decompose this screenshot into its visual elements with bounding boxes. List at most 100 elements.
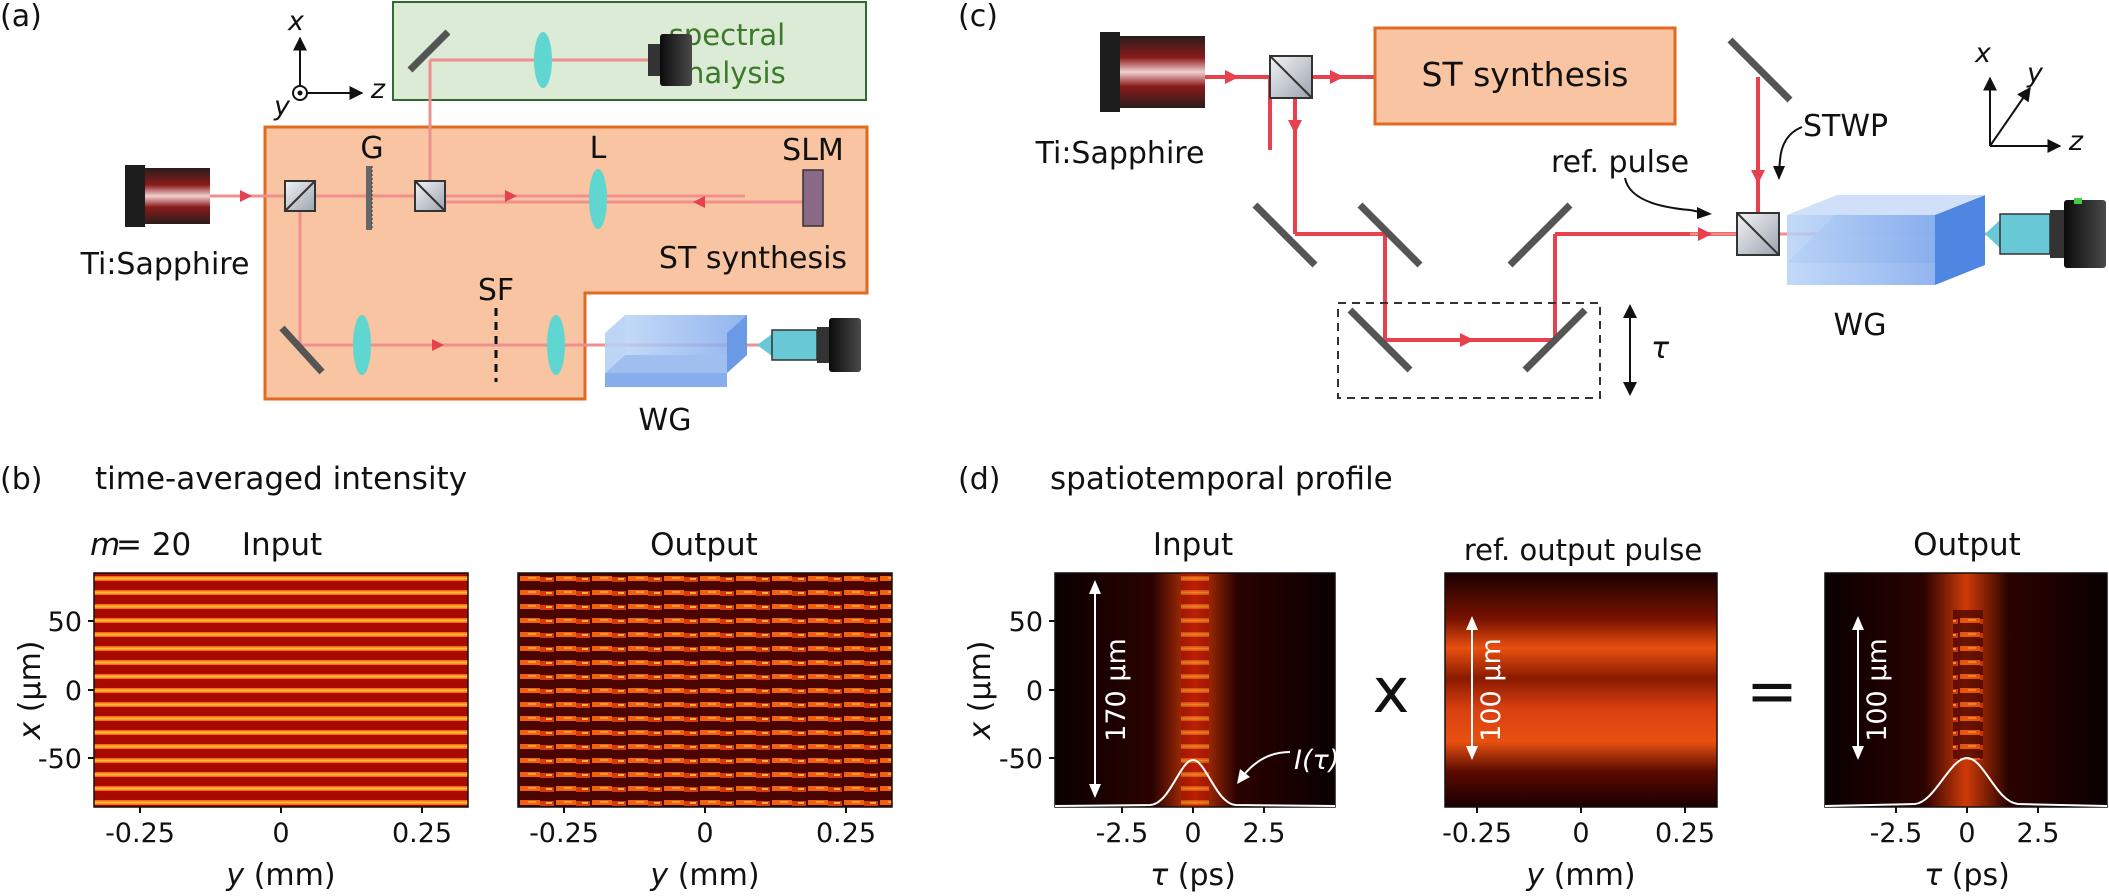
grating-label: G	[360, 131, 383, 166]
mirror	[407, 29, 451, 73]
b-input-image	[93, 572, 469, 808]
stwp-pointer	[1778, 126, 1803, 173]
panel-d-title: spatiotemporal profile	[1050, 461, 1393, 497]
d-ytick: 0	[1026, 676, 1043, 707]
itau-pointer-head	[1237, 769, 1250, 784]
b-xtick: -0.25	[529, 818, 599, 849]
b-xtick: 0	[272, 818, 289, 849]
d-ttick: 0	[1184, 818, 1201, 849]
laser-label-a: Ti:Sapphire	[80, 247, 250, 282]
b-ytick: 0	[65, 676, 82, 707]
d-100-label: 100 μm	[1476, 638, 1507, 742]
lens	[547, 315, 565, 375]
wg-label-c: WG	[1834, 308, 1887, 343]
axis-z-label-c: z	[2068, 126, 2084, 157]
b-xtick-marks	[139, 807, 847, 813]
mirror	[1522, 307, 1588, 373]
b-ytick: -50	[38, 744, 82, 775]
panel-b-title: time-averaged intensity	[95, 461, 467, 497]
mirror	[279, 325, 325, 375]
panel-d-tag: (d)	[958, 462, 1000, 497]
panel-b-tag: (b)	[0, 462, 42, 497]
delay-stage	[1337, 302, 1601, 399]
lens	[589, 169, 607, 229]
d-ttick: 2.5	[2017, 818, 2060, 849]
d-100-arrow	[1466, 616, 1478, 760]
laser-label-c: Ti:Sapphire	[1035, 136, 1205, 171]
beam-arrow	[1460, 333, 1474, 347]
beam-arrow	[693, 196, 705, 208]
b-output-title: Output	[650, 527, 758, 563]
delay-arrow	[1623, 304, 1637, 396]
d-output-intensity-curve	[1824, 756, 2108, 807]
b-xtick: 0.25	[392, 818, 452, 849]
beam-arrow	[505, 190, 517, 202]
grating	[366, 166, 373, 230]
b-xtick: 0	[696, 818, 713, 849]
d-ttick: -2.5	[1870, 818, 1923, 849]
itau-pointer	[1242, 751, 1291, 777]
b-xtick: -0.25	[105, 818, 175, 849]
beam-arrow	[1698, 227, 1712, 241]
b-output-image	[517, 572, 893, 808]
axis-z-label-a: z	[370, 74, 386, 105]
b-xtick: 0.25	[816, 818, 876, 849]
axis-x-label-c: x	[1974, 38, 1992, 69]
panel-a-tag: (a)	[0, 0, 42, 34]
b-input-title: Input	[242, 527, 322, 563]
synthesis-label-c: ST synthesis	[1422, 55, 1629, 94]
d-ttick: 0	[1958, 818, 1975, 849]
mirror	[1507, 202, 1573, 268]
multiply-sign: x	[1373, 654, 1410, 727]
panel-d: (d) spatiotemporal profile Input ref. ou…	[958, 461, 2108, 893]
mirror	[1252, 202, 1318, 268]
axis-y-label-c: y	[2026, 58, 2044, 89]
beamsplitter	[414, 180, 446, 212]
mirror	[1347, 307, 1413, 373]
wg-label-a: WG	[639, 403, 692, 438]
b-xlabel: y (mm)	[225, 858, 335, 893]
camera-spectral	[648, 34, 692, 86]
laser-source-a	[125, 165, 210, 227]
d-170-label: 170 μm	[1101, 638, 1132, 742]
lens	[353, 315, 371, 375]
equals-sign: =	[1746, 654, 1798, 727]
ref-pulse-pointer-head	[1697, 207, 1712, 219]
d-ytick: 50	[1009, 607, 1043, 638]
spectral-analysis-box	[392, 1, 867, 101]
m-symbol: m	[90, 527, 120, 563]
d-170-arrow	[1089, 580, 1101, 798]
d-ytick: -50	[999, 744, 1043, 775]
panel-c: (c) Ti:Sapphire	[958, 0, 2106, 399]
beamsplitter	[1269, 55, 1313, 99]
d-tau-label: τ (ps)	[1924, 858, 2010, 893]
b-ytick: 50	[48, 607, 82, 638]
mirror	[1357, 202, 1423, 268]
d-xtick: -0.25	[1442, 818, 1512, 849]
beam-arrow	[1751, 170, 1765, 184]
laser-source-c	[1100, 32, 1205, 112]
d-ref-title: ref. output pulse	[1464, 533, 1702, 567]
d-output-pulse	[1953, 610, 1983, 760]
b-ylabel: x (μm)	[13, 640, 48, 740]
d-xtick: 0	[1572, 818, 1589, 849]
beamsplitter	[284, 180, 316, 212]
stwp-label: STWP	[1803, 109, 1888, 144]
d-input-intensity-curve	[1054, 758, 1336, 807]
b-ytick-marks	[88, 620, 94, 759]
panel-a: (a) spectral analysis Ti:Sapphire	[0, 0, 869, 438]
d-y-label: y (mm)	[1525, 858, 1635, 893]
lens-label: L	[590, 131, 607, 166]
synthesis-box	[1373, 26, 1677, 126]
waveguide-a	[605, 315, 747, 387]
beamsplitter	[1736, 212, 1780, 256]
coordinate-axes-a	[292, 36, 364, 101]
d-ttick: -2.5	[1096, 818, 1149, 849]
beam-arrow	[432, 339, 444, 351]
d-xtick: 0.25	[1655, 818, 1715, 849]
ref-pulse-label: ref. pulse	[1551, 145, 1689, 180]
slm	[802, 169, 824, 227]
mirror	[1727, 37, 1793, 103]
stwp-pointer-head	[1773, 166, 1785, 180]
